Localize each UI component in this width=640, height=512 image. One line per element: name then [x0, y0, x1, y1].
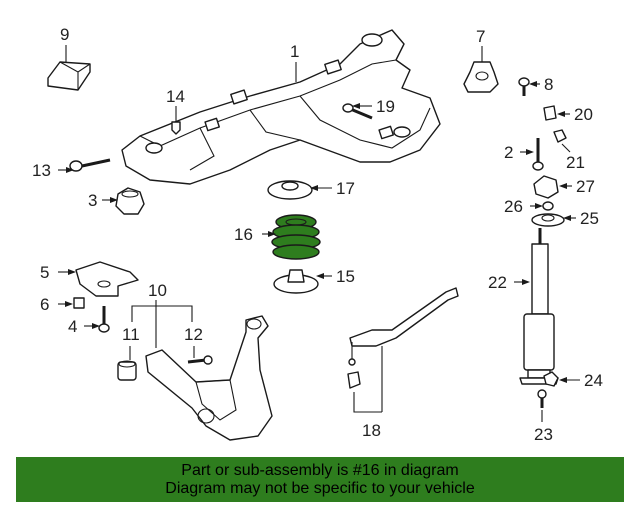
arrow-2	[526, 149, 534, 155]
callout-7: 7	[476, 27, 485, 46]
arrow-19	[352, 103, 360, 109]
callout-12: 12	[184, 325, 203, 344]
callout-18: 18	[362, 421, 381, 440]
leader-21	[561, 143, 571, 153]
callout-13: 13	[32, 161, 51, 180]
callout-11: 11	[122, 325, 140, 344]
arrow-4	[92, 323, 100, 329]
callout-4: 4	[68, 317, 77, 336]
part-21-nut[interactable]	[553, 129, 567, 143]
callout-27: 27	[576, 177, 595, 196]
callout-23: 23	[534, 425, 553, 444]
part-25-plate[interactable]	[531, 213, 565, 227]
part-6-nut[interactable]	[73, 297, 85, 309]
callout-1: 1	[290, 42, 299, 61]
part-26-nut[interactable]	[542, 201, 554, 211]
arrow-22	[522, 279, 530, 285]
part-12-bolt[interactable]	[187, 355, 213, 365]
arrow-24	[559, 377, 567, 383]
info-banner: Part or sub-assembly is #16 in diagram D…	[16, 457, 624, 502]
arrow-13	[66, 167, 74, 173]
callout-3: 3	[88, 191, 97, 210]
arrow-27	[559, 183, 567, 189]
leader-18-bracket	[353, 392, 382, 413]
callout-5: 5	[40, 263, 49, 282]
part-8-bolt[interactable]	[518, 77, 530, 96]
banner-line-1: Part or sub-assembly is #16 in diagram	[181, 461, 459, 479]
part-9-pad[interactable]	[47, 61, 91, 91]
part-27-mount[interactable]	[533, 175, 559, 199]
part-1-frame[interactable]	[121, 29, 441, 185]
part-14-clip[interactable]	[171, 121, 181, 135]
part-2-bolt[interactable]	[532, 138, 544, 171]
arrow-8	[529, 81, 537, 87]
callout-25: 25	[580, 209, 599, 228]
part-16-coil-spring[interactable]	[271, 214, 321, 260]
part-24-nut[interactable]	[543, 371, 559, 387]
callout-24: 24	[584, 371, 603, 390]
part-3-mount[interactable]	[115, 187, 145, 215]
part-10-control-arm[interactable]	[145, 315, 273, 441]
callout-6: 6	[40, 295, 49, 314]
arrow-3	[110, 197, 118, 203]
callout-14: 14	[166, 87, 185, 106]
part-15-insulator[interactable]	[273, 269, 319, 294]
callout-2: 2	[504, 143, 513, 162]
part-5-bracket[interactable]	[75, 261, 139, 297]
callout-9: 9	[60, 25, 69, 44]
callout-26: 26	[504, 197, 523, 216]
callout-20: 20	[574, 105, 593, 124]
part-22-strut[interactable]	[519, 228, 559, 385]
arrow-20	[557, 111, 565, 117]
leader-10-bracket	[131, 305, 193, 322]
banner-line-2: Diagram may not be specific to your vehi…	[165, 479, 475, 497]
part-7-mount[interactable]	[463, 61, 499, 93]
callout-22: 22	[488, 273, 507, 292]
callout-10: 10	[148, 281, 167, 300]
part-17-insulator[interactable]	[267, 180, 313, 200]
part-4-bolt[interactable]	[98, 306, 110, 333]
arrow-26	[535, 203, 543, 209]
arrow-6	[65, 301, 73, 307]
arrow-25	[563, 215, 571, 221]
arrow-16	[268, 231, 276, 237]
callout-8: 8	[544, 75, 553, 94]
part-20-nut[interactable]	[543, 105, 557, 121]
arrow-15	[316, 273, 324, 279]
part-18-link[interactable]	[347, 287, 459, 389]
callout-21: 21	[566, 153, 585, 172]
arrow-5	[68, 269, 76, 275]
callout-17: 17	[336, 179, 355, 198]
parts-diagram: 9 1 14 19 13 3	[32, 25, 603, 444]
part-19-bolt[interactable]	[342, 103, 373, 120]
arrow-17	[310, 185, 318, 191]
callout-15: 15	[336, 267, 355, 286]
callout-16: 16	[234, 225, 253, 244]
part-11-bushing[interactable]	[117, 360, 137, 381]
callout-19: 19	[376, 97, 395, 116]
part-23-bolt[interactable]	[537, 389, 547, 408]
part-13-bolt[interactable]	[69, 158, 111, 172]
